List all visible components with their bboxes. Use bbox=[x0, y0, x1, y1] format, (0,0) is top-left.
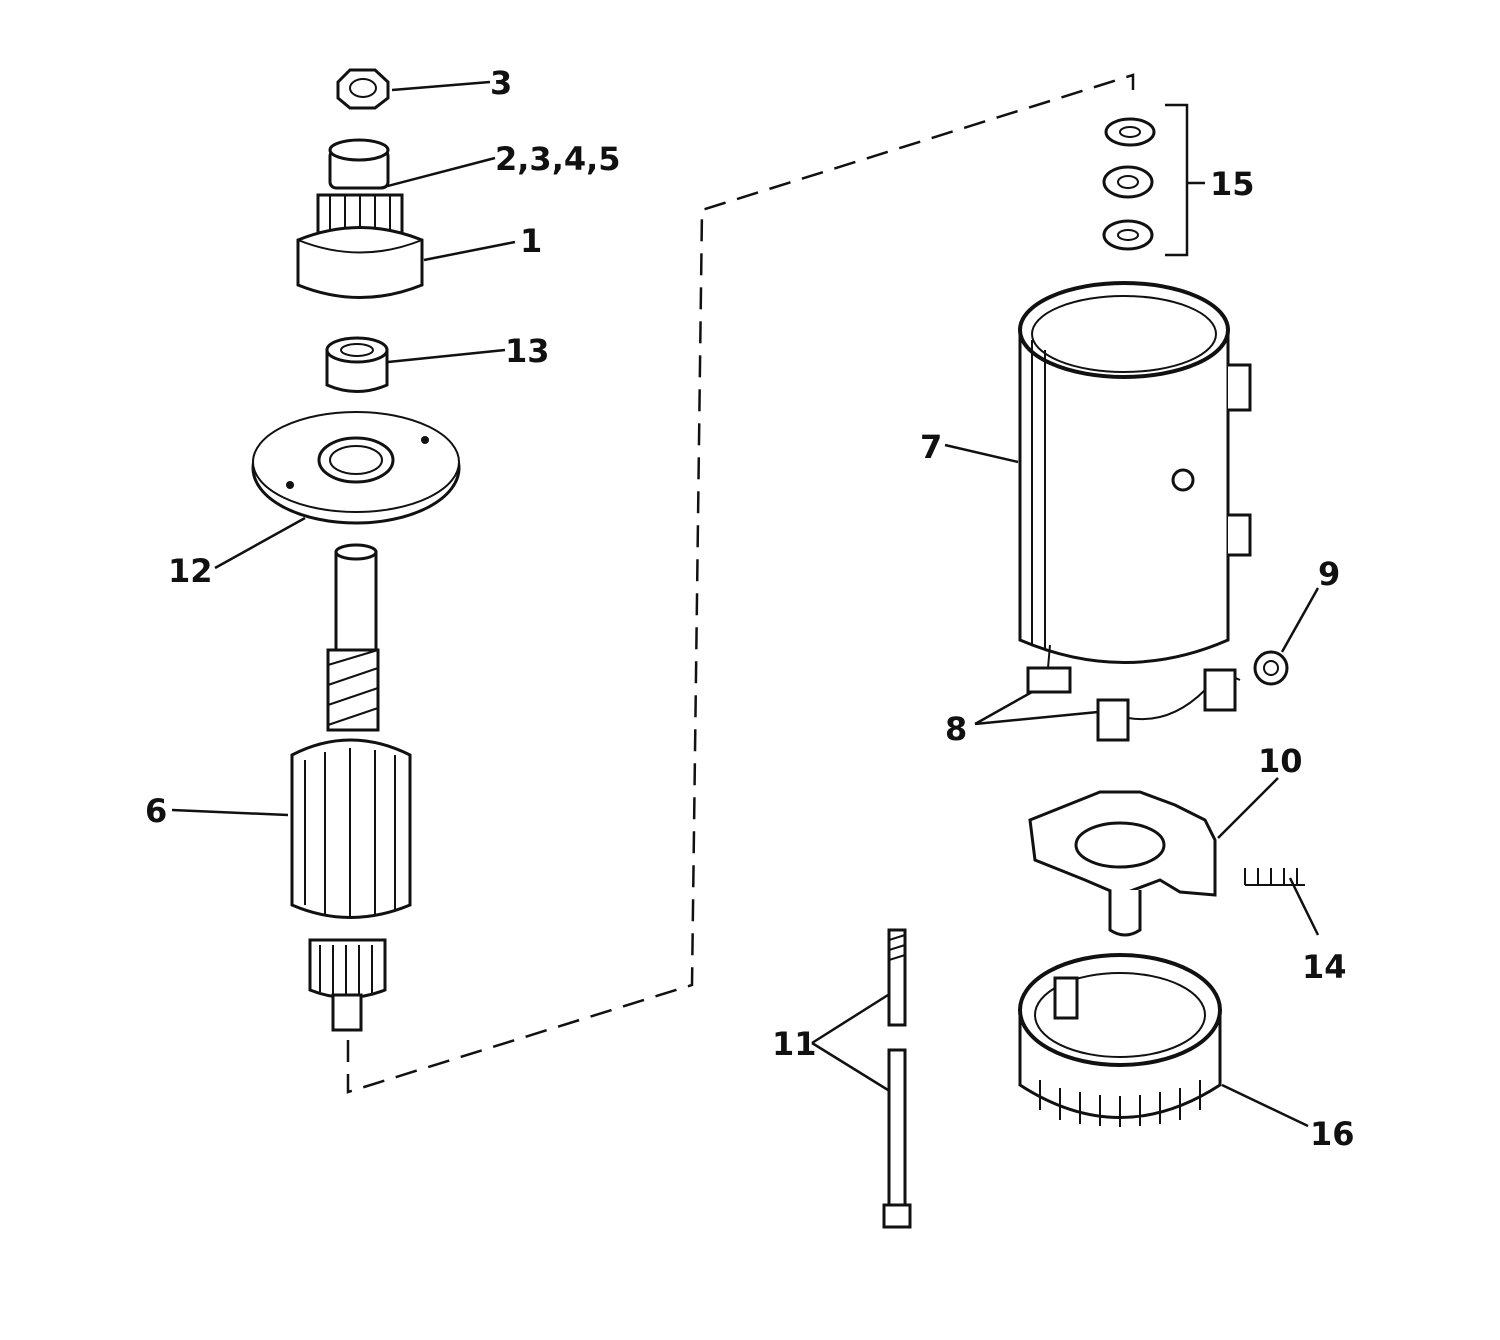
assembly-dashed-line bbox=[346, 73, 1135, 1094]
part-brushes-8 bbox=[1026, 644, 1241, 742]
part-nut-3 bbox=[336, 68, 390, 110]
part-end-cap-16 bbox=[1018, 953, 1222, 1127]
callout-1: 1 bbox=[520, 222, 542, 260]
callout-3: 3 bbox=[490, 64, 512, 102]
callout-13: 13 bbox=[505, 332, 550, 370]
callout-8: 8 bbox=[945, 710, 967, 748]
part-spring-14 bbox=[1244, 868, 1305, 886]
part-bushing-13 bbox=[325, 336, 389, 393]
leader-lines bbox=[171, 80, 1320, 1128]
part-plate-12 bbox=[251, 411, 461, 525]
callout-15: 15 bbox=[1210, 165, 1255, 203]
part-armature-6 bbox=[290, 543, 412, 1032]
part-frame-7 bbox=[1018, 281, 1252, 664]
callout-9: 9 bbox=[1318, 555, 1340, 593]
callout-6: 6 bbox=[145, 792, 167, 830]
callout-2-3-4-5: 2,3,4,5 bbox=[495, 140, 621, 178]
callout-14: 14 bbox=[1302, 948, 1347, 986]
callout-7: 7 bbox=[920, 428, 942, 466]
part-through-bolts-11 bbox=[882, 928, 912, 1229]
callout-10: 10 bbox=[1258, 742, 1303, 780]
callout-16: 16 bbox=[1310, 1115, 1355, 1153]
callout-11: 11 bbox=[772, 1025, 817, 1063]
part-drive-assembly-1 bbox=[296, 138, 424, 299]
part-nut-9 bbox=[1253, 650, 1289, 686]
part-brush-plate-10 bbox=[1028, 790, 1217, 937]
part-washers-15 bbox=[1102, 103, 1205, 257]
callout-12: 12 bbox=[168, 552, 213, 590]
